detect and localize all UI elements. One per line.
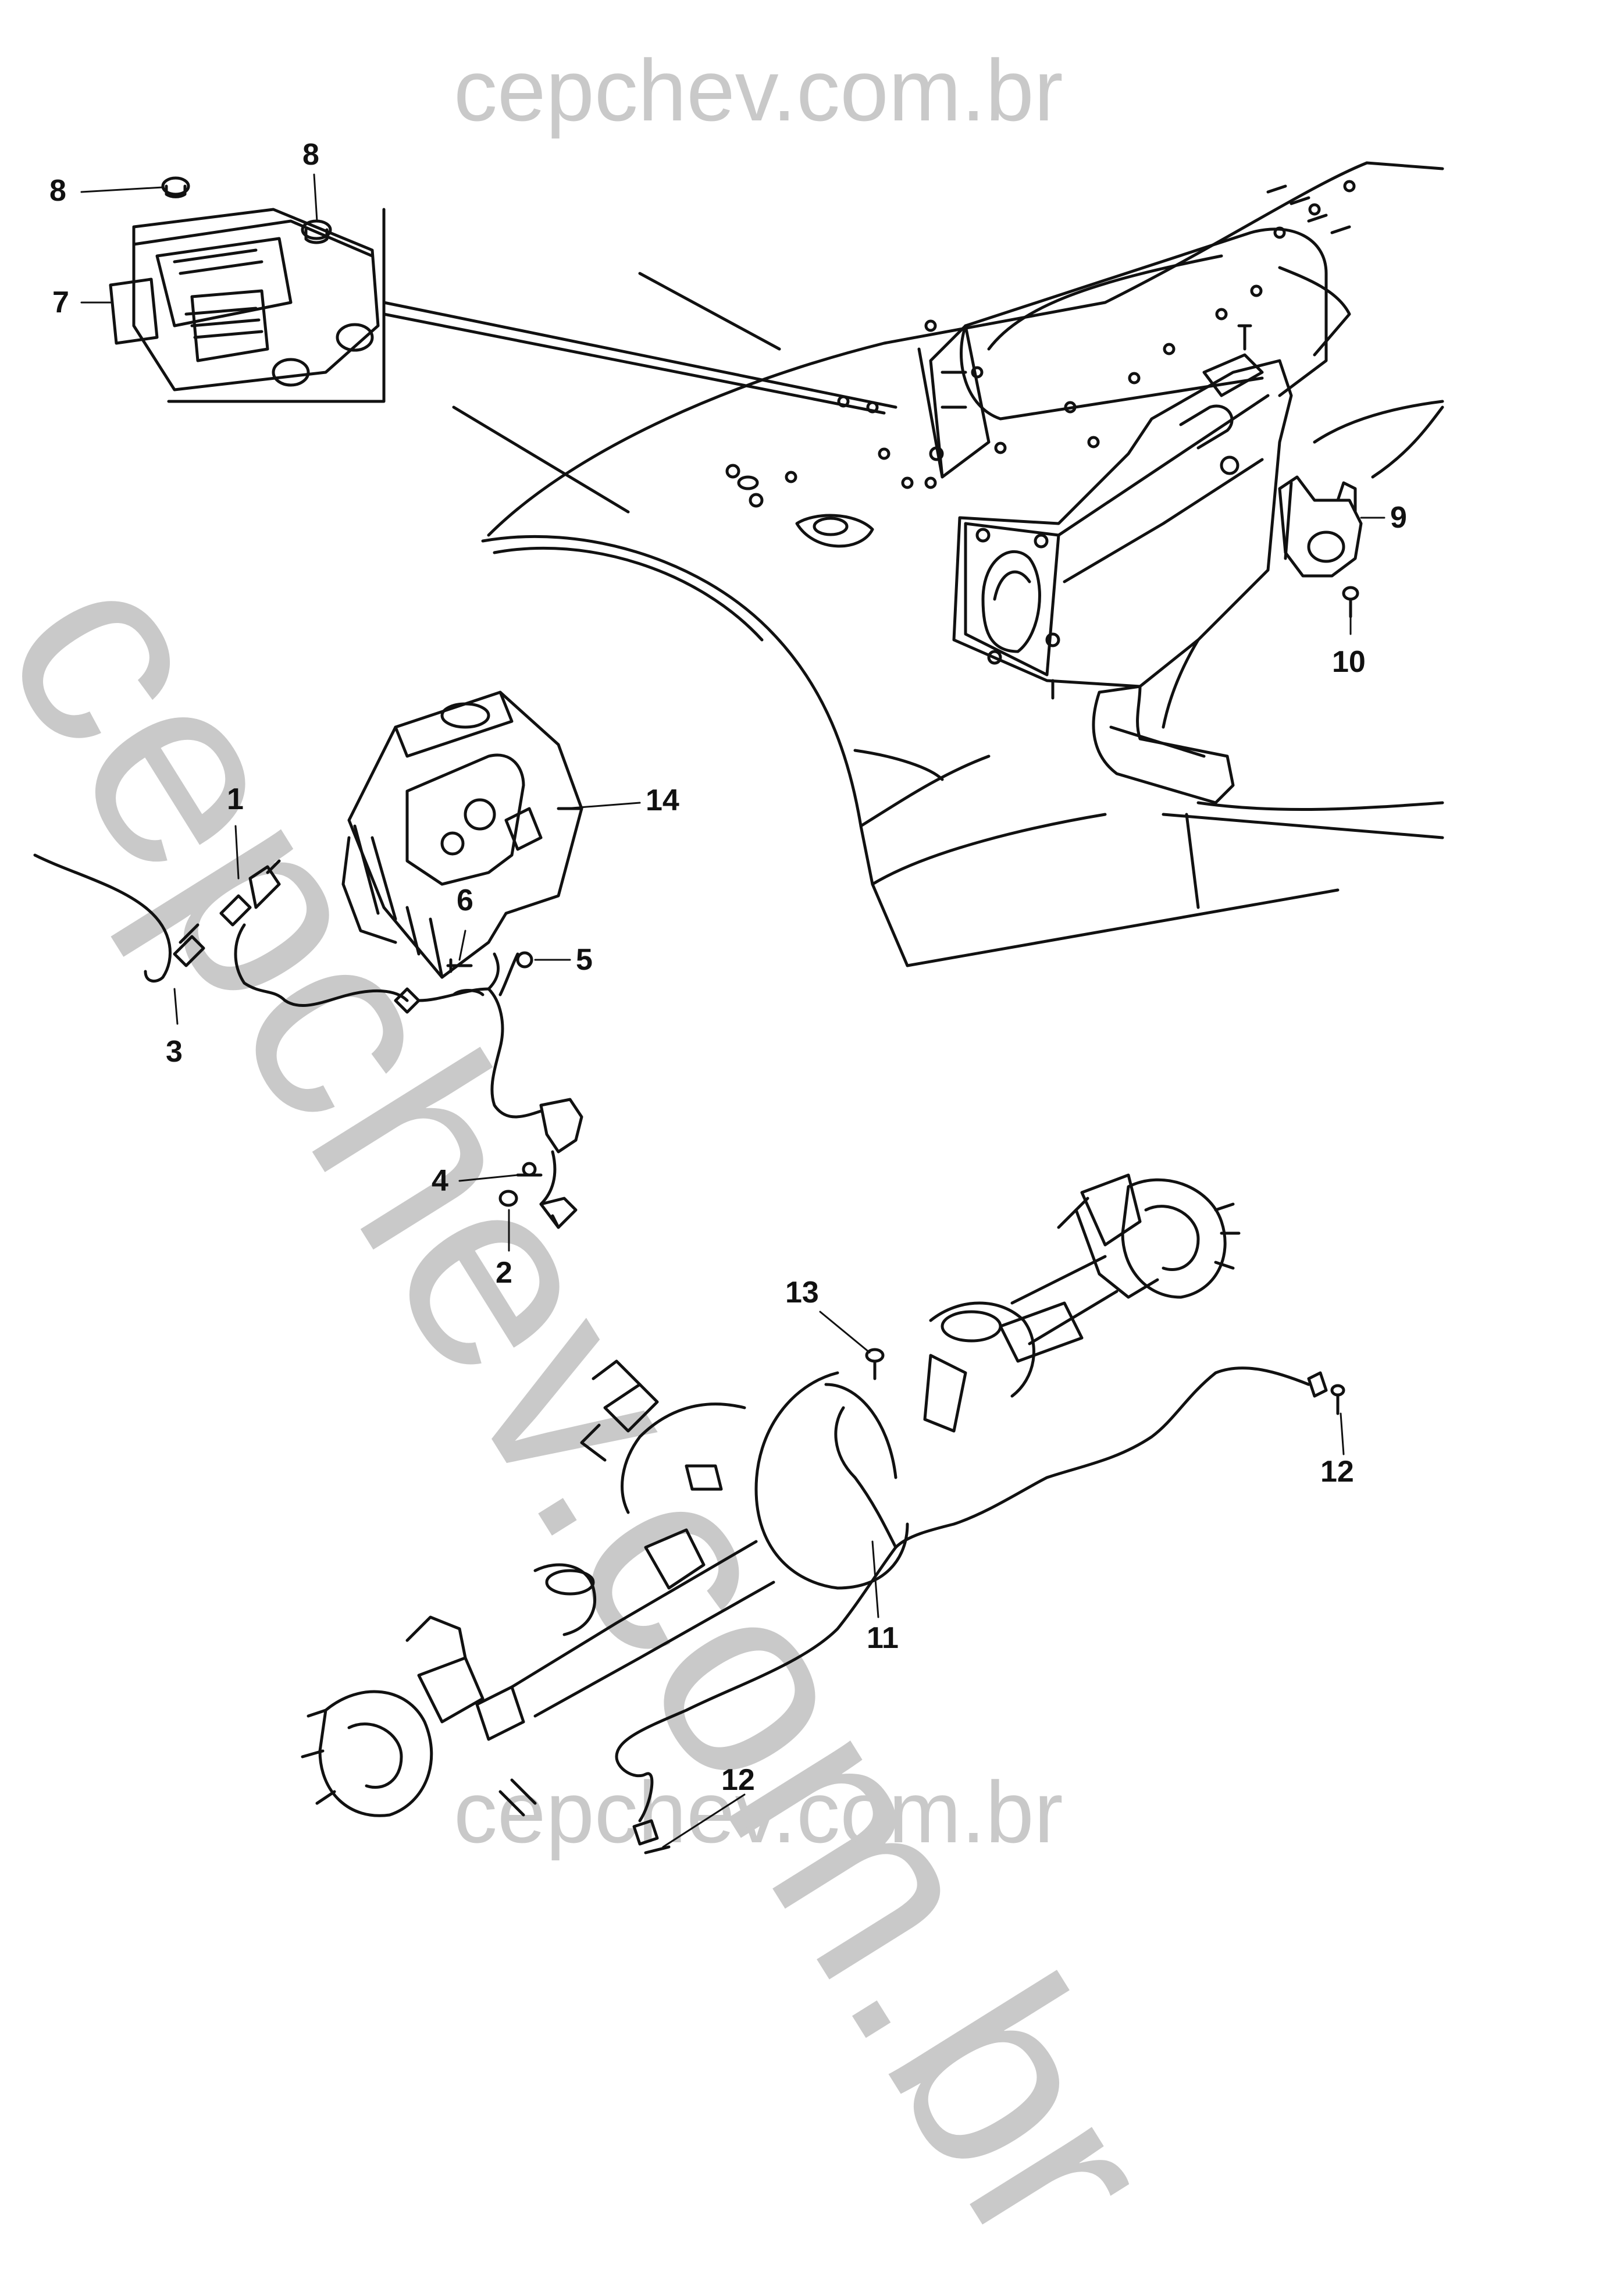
leader-lines: [80, 173, 1385, 1848]
harness-drawing: [33, 853, 583, 1229]
callout-8: 8: [302, 138, 319, 172]
diagram-drawing: [33, 161, 1444, 1854]
callout-1: 1: [227, 782, 244, 816]
callout-11: 11: [867, 1621, 899, 1655]
watermark-bottom: cepchev.com.br: [454, 1763, 1063, 1861]
control-module-drawing: [109, 176, 897, 415]
callout-5: 5: [576, 943, 593, 977]
parts-diagram: cepchev.com.br cepchev.com.br cepchev.co…: [0, 41, 1444, 2296]
callout-2: 2: [496, 1256, 512, 1290]
callout-3: 3: [166, 1035, 183, 1069]
callout-13: 13: [785, 1276, 819, 1309]
callout-6: 6: [457, 884, 473, 917]
callout-12: 12: [1320, 1455, 1354, 1489]
rear-axle-drawing: [301, 1173, 1345, 1854]
callout-9: 9: [1390, 501, 1407, 535]
callout-12: 12: [721, 1763, 755, 1797]
callout-7: 7: [52, 286, 69, 319]
callout-4: 4: [432, 1164, 448, 1198]
bracket-drawing: [341, 690, 583, 979]
brake-switch-drawing: [1278, 475, 1363, 618]
callout-8: 8: [49, 174, 66, 208]
floor-pan-drawing: [452, 161, 1444, 967]
callout-14: 14: [646, 784, 679, 817]
callout-10: 10: [1332, 645, 1366, 679]
watermark-top: cepchev.com.br: [454, 41, 1063, 139]
